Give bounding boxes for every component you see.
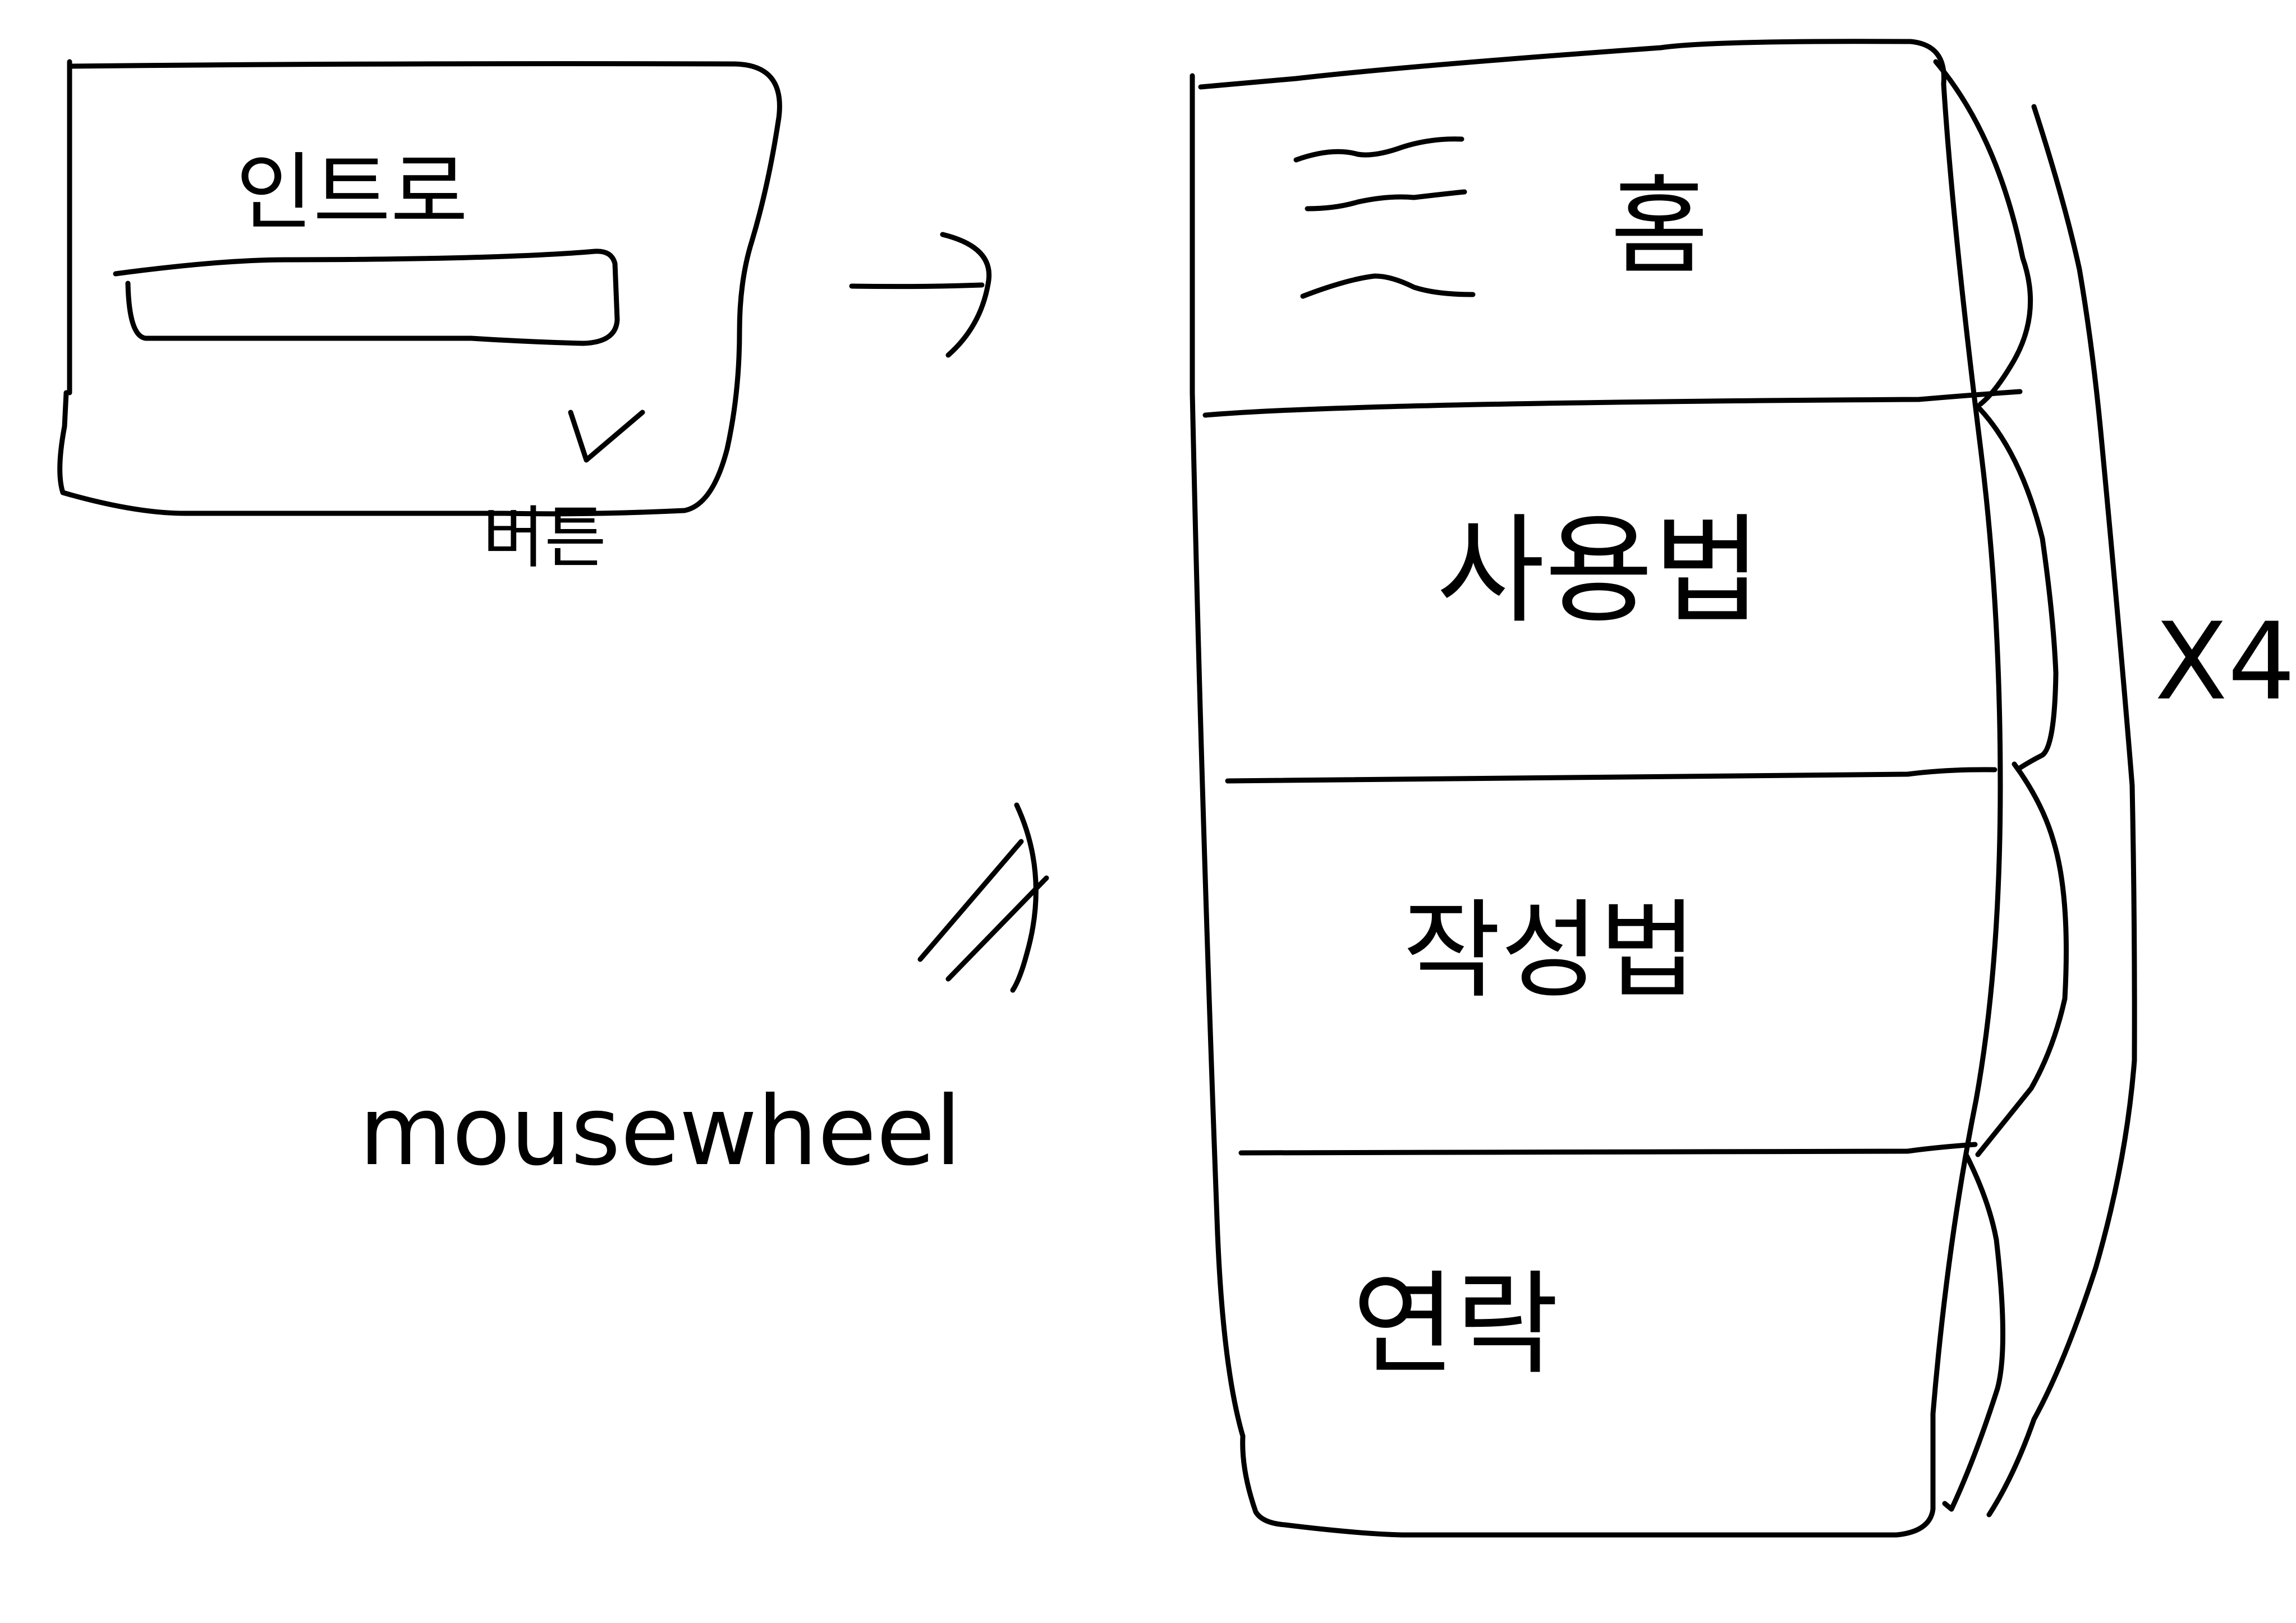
intro-title: 인트로 [236, 144, 468, 242]
scroll-hint: mousewheel [359, 802, 1049, 1187]
repeat-brace [1986, 104, 2137, 1518]
intro-button-label[interactable]: 버튼 [483, 499, 607, 577]
section-label: 홈 [1610, 165, 1709, 289]
section-how-to-use[interactable]: 사용법 [1436, 502, 1762, 640]
section-label: 작성법 [1403, 889, 1697, 1013]
section-contact[interactable]: 연락 [1352, 1259, 1559, 1390]
section-how-to-write[interactable]: 작성법 [1403, 889, 1697, 1013]
intro-panel: 인트로 버튼 [57, 59, 782, 577]
click-check-icon [568, 410, 645, 463]
section-brace [1972, 401, 2059, 771]
section-stack: 홈 사용법 작성법 연락 X4 [1190, 39, 2295, 1538]
section-divider [1225, 767, 1997, 784]
section-divider [1238, 1142, 1978, 1156]
section-home[interactable]: 홈 [1293, 136, 1709, 299]
section-brace [1933, 59, 2033, 407]
section-divider [1202, 389, 2023, 418]
section-brace [1975, 761, 2069, 1157]
section-brace [1942, 1153, 2006, 1512]
repeat-note: X4 [2155, 600, 2295, 724]
scroll-wheel-icon [917, 802, 1049, 993]
section-label: 사용법 [1436, 502, 1762, 640]
arrow-right-icon [849, 232, 992, 358]
intro-input-bar [113, 249, 620, 346]
intro-panel-frame [57, 59, 782, 517]
section-stack-frame [1190, 39, 2003, 1538]
hamburger-menu-icon [1293, 136, 1476, 299]
section-label: 연락 [1352, 1259, 1559, 1390]
scroll-hint-label: mousewheel [359, 1076, 962, 1187]
